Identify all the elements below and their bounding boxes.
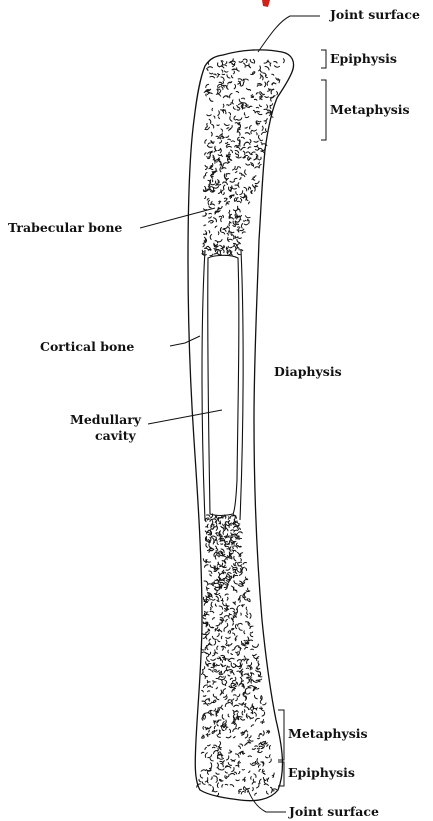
label-cavity: cavity [95, 428, 136, 443]
bone-outline [188, 50, 294, 801]
label-epiphysis-bottom: Epiphysis [288, 765, 355, 780]
label-cortical-bone: Cortical bone [40, 339, 134, 354]
leader-joint-surface-top [258, 16, 320, 52]
label-epiphysis-top: Epiphysis [330, 51, 397, 66]
label-medullary: Medullary [70, 412, 142, 427]
label-joint-surface-bottom: Joint surface [288, 804, 379, 819]
label-trabecular-bone: Trabecular bone [8, 220, 122, 235]
bracket-epiphysis-top [321, 50, 326, 68]
trabecular-speck [271, 117, 274, 118]
label-joint-surface-top: Joint surface [329, 7, 420, 22]
red-fragment-mark [262, 0, 270, 7]
bracket-metaphysis-top [321, 80, 326, 140]
label-metaphysis-bottom: Metaphysis [288, 726, 368, 741]
label-diaphysis: Diaphysis [274, 364, 342, 379]
label-metaphysis-top: Metaphysis [330, 102, 410, 117]
